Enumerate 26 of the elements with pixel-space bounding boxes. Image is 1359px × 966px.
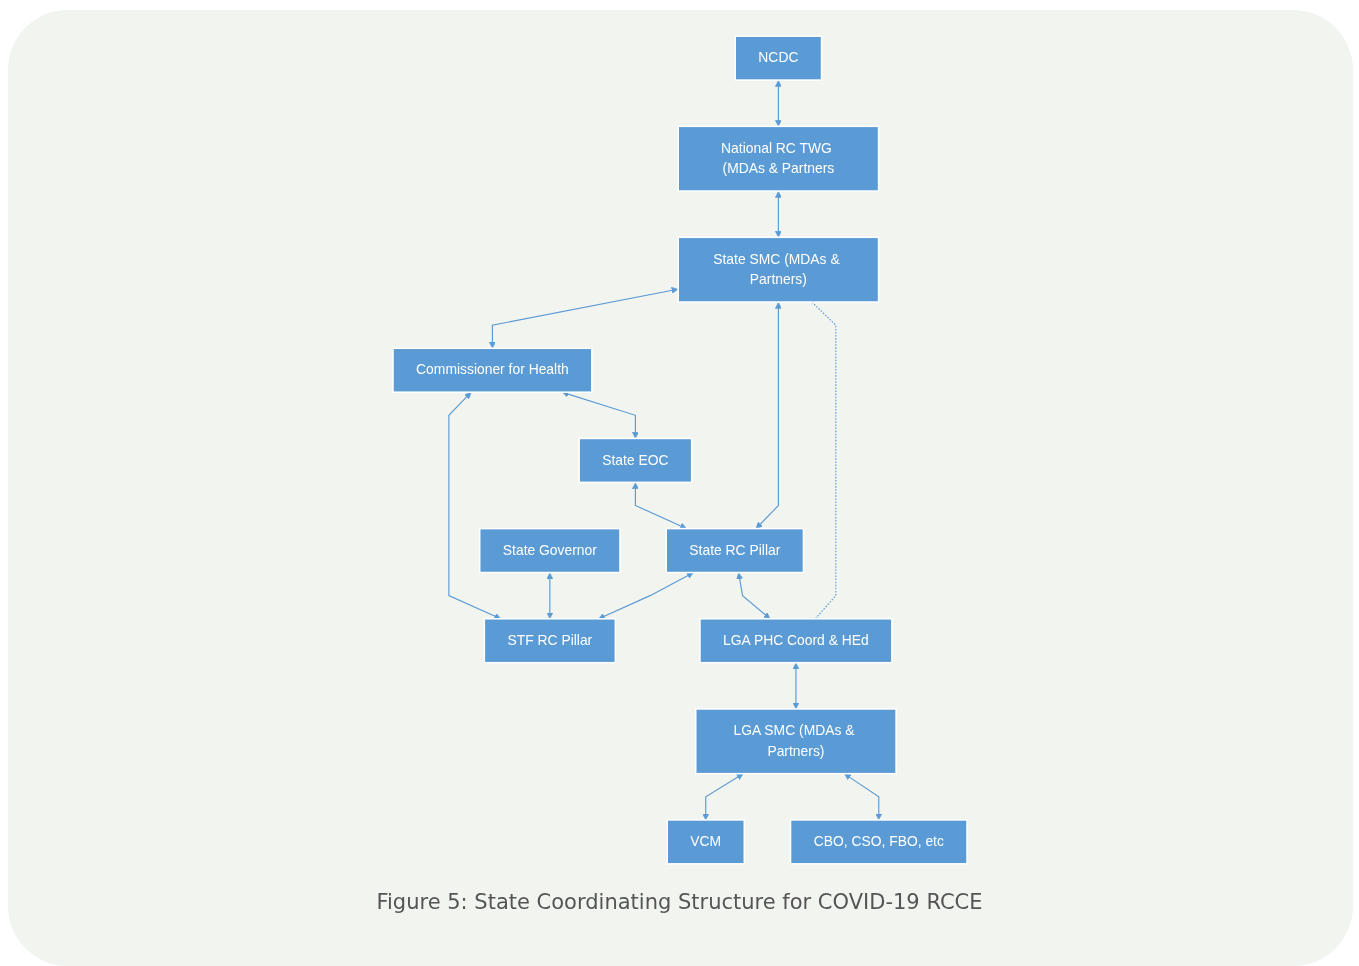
arrow <box>632 482 687 530</box>
node-box: Commissioner for Health <box>392 347 593 393</box>
connector <box>811 301 837 620</box>
node-box: State Governor <box>478 527 621 574</box>
node-box: CBO, CSO, FBO, etc <box>789 819 968 865</box>
arrow <box>598 572 694 620</box>
arrow <box>736 572 771 620</box>
arrow <box>546 572 554 620</box>
arrow <box>775 80 782 127</box>
arrow <box>844 773 883 821</box>
arrow <box>448 392 501 620</box>
arrow <box>702 773 744 821</box>
node-box: National RC TWG (MDAs & Partners <box>677 125 880 192</box>
node-box: VCM <box>666 819 746 865</box>
arrow <box>775 191 782 238</box>
node-box: LGA SMC (MDAs & Partners) <box>694 708 897 775</box>
node-box: STF RC Pillar <box>483 618 617 664</box>
node-box: LGA PHC Coord & HEd <box>699 618 893 664</box>
arrow <box>792 662 800 710</box>
node-box: State EOC <box>578 437 693 484</box>
node-box: State SMC (MDAs & Partners) <box>677 236 880 303</box>
caption: Figure 5: State Coordinating Structure for COVID-19 RCCE <box>376 890 983 914</box>
node-box: NCDC <box>734 35 823 81</box>
arrow <box>755 302 782 529</box>
arrow <box>489 287 679 349</box>
node-box: State RC Pillar <box>665 527 805 574</box>
